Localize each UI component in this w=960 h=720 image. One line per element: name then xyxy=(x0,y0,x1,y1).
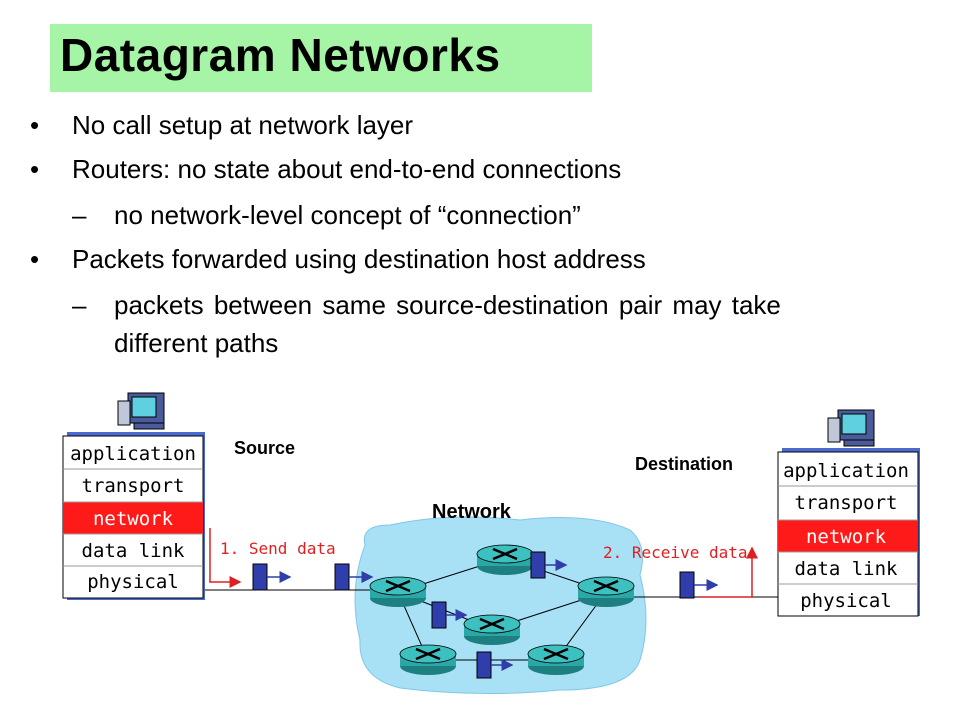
bullet-item: Routers: no state about end-to-end conne… xyxy=(72,154,622,184)
title-background xyxy=(50,24,592,92)
stack-layer-network: network xyxy=(93,508,174,530)
dash-marker: – xyxy=(72,200,87,230)
sub-bullet-item: packets between same source-destination … xyxy=(114,290,781,320)
bullet-list: • No call setup at network layer • Route… xyxy=(30,110,781,358)
stack-layer-physical: physical xyxy=(87,571,179,593)
network-label: Network xyxy=(432,501,512,523)
router-icon xyxy=(369,576,427,607)
bullet-item: No call setup at network layer xyxy=(72,110,414,140)
packet-icon xyxy=(334,563,374,591)
packet-icon xyxy=(679,571,719,599)
router-icon xyxy=(577,576,635,607)
stack-layer-transport: transport xyxy=(795,492,898,514)
stack-layer-transport: transport xyxy=(82,475,185,497)
send-path xyxy=(209,528,242,588)
send-data-label: 1. Send data xyxy=(220,539,336,558)
bullet-marker: • xyxy=(30,154,40,184)
computer-icon xyxy=(117,392,165,430)
bullet-marker: • xyxy=(30,110,40,140)
packet-icon xyxy=(476,651,514,679)
network-layer-highlight xyxy=(63,502,203,534)
destination-label: Destination xyxy=(635,454,733,474)
source-label: Source xyxy=(234,438,295,458)
network-layer-highlight xyxy=(778,520,918,552)
router-icon xyxy=(476,544,534,575)
source-protocol-stack: application transport network data link … xyxy=(62,432,205,600)
network-diagram: application transport network data link … xyxy=(62,392,920,695)
bullet-marker: • xyxy=(30,244,40,274)
packet-icon xyxy=(252,563,292,591)
stack-layer-data-link: data link xyxy=(795,558,899,580)
destination-protocol-stack: application transport network data link … xyxy=(777,448,920,617)
router-icon xyxy=(463,614,521,645)
sub-bullet-item: no network-level concept of “connection” xyxy=(114,200,581,230)
stack-layer-network: network xyxy=(806,526,887,548)
stack-layer-physical: physical xyxy=(800,590,892,612)
bullet-item: Packets forwarded using destination host… xyxy=(72,244,646,274)
slide-title: Datagram Networks xyxy=(60,29,501,81)
stack-layer-data-link: data link xyxy=(82,540,186,562)
receive-path xyxy=(700,546,758,598)
stack-layer-application: application xyxy=(70,443,196,465)
router-icon xyxy=(527,644,585,675)
receive-data-label: 2. Receive data xyxy=(603,543,748,562)
packet-icon xyxy=(530,551,568,579)
router-icon xyxy=(399,644,457,675)
packet-icon xyxy=(431,601,468,629)
dash-marker: – xyxy=(72,290,87,320)
computer-icon xyxy=(827,409,875,447)
stack-layer-application: application xyxy=(783,460,909,482)
sub-bullet-continuation: different paths xyxy=(114,328,279,358)
